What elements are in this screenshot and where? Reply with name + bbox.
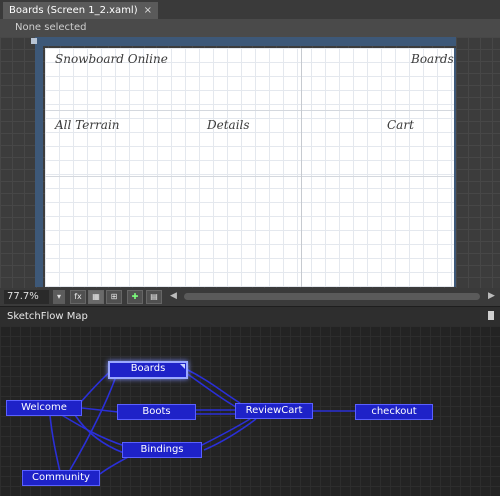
node-label: ReviewCart: [245, 405, 303, 416]
artboard-screen[interactable]: Snowboard Online Boards All Terrain Deta…: [45, 48, 456, 287]
frame-handle-icon[interactable]: [31, 38, 37, 44]
brand-text: Snowboard Online: [55, 52, 168, 66]
expand-corner-icon: [180, 364, 185, 369]
node-label: Welcome: [21, 402, 67, 413]
node-boots[interactable]: Boots: [117, 404, 196, 420]
node-community[interactable]: Community: [22, 470, 100, 486]
zoom-input[interactable]: 77.7%: [4, 290, 49, 304]
canvas-toolbar: 77.7% ▾ fx ▦ ⊞ ✚ ▤ ◀ ▶: [0, 288, 500, 306]
node-bindings[interactable]: Bindings: [122, 442, 202, 458]
link-bindings-welcome: [74, 414, 125, 454]
node-label: Boots: [142, 406, 171, 417]
snap-grid-button[interactable]: ⊞: [106, 290, 122, 304]
effects-button[interactable]: fx: [70, 290, 86, 304]
link-reviewcart-bindings-b: [203, 418, 257, 451]
node-label: Bindings: [140, 444, 184, 455]
comment-button[interactable]: ▤: [146, 290, 162, 304]
sketchflow-map-header: SketchFlow Map: [0, 306, 500, 326]
document-tab-boards[interactable]: Boards (Screen 1_2.xaml) ×: [3, 2, 158, 19]
link-boards-reviewcart-a: [185, 368, 241, 404]
screen-frame-left: [35, 37, 43, 287]
grid-toggle-button[interactable]: ▦: [88, 290, 104, 304]
annotation-button[interactable]: ✚: [127, 290, 143, 304]
zoom-dropdown-icon[interactable]: ▾: [53, 290, 65, 304]
content-divider: [45, 176, 454, 177]
document-tab-label: Boards (Screen 1_2.xaml): [9, 5, 138, 16]
column-divider: [301, 48, 302, 287]
selection-status: None selected: [15, 22, 87, 33]
link-community-boards: [69, 369, 119, 471]
node-label: checkout: [371, 406, 417, 417]
link-welcome-boots: [81, 407, 119, 413]
nav-all-terrain[interactable]: All Terrain: [55, 118, 120, 132]
scroll-right-icon[interactable]: ▶: [488, 291, 495, 301]
link-reviewcart-bindings-a: [199, 418, 251, 447]
design-canvas[interactable]: Snowboard Online Boards All Terrain Deta…: [0, 37, 500, 288]
horizontal-scrollbar[interactable]: [184, 293, 480, 300]
document-tab-strip: Boards (Screen 1_2.xaml) ×: [0, 0, 500, 19]
panel-title: SketchFlow Map: [7, 311, 88, 322]
nav-cart[interactable]: Cart: [387, 118, 414, 132]
screen-frame-top: [35, 37, 456, 46]
node-boards[interactable]: Boards: [108, 361, 188, 379]
node-label: Community: [32, 472, 90, 483]
node-label: Boards: [130, 363, 166, 374]
header-divider: [45, 110, 454, 111]
node-checkout[interactable]: checkout: [355, 404, 433, 420]
sketchflow-map-canvas[interactable]: Boards Welcome Boots ReviewCart checkout…: [0, 326, 500, 496]
pin-icon[interactable]: [488, 311, 494, 320]
link-boards-reviewcart-b: [185, 372, 237, 408]
node-welcome[interactable]: Welcome: [6, 400, 82, 416]
nav-details[interactable]: Details: [207, 118, 250, 132]
scroll-left-icon[interactable]: ◀: [170, 291, 177, 301]
boards-heading: Boards: [411, 52, 454, 66]
close-icon[interactable]: ×: [143, 5, 152, 16]
selection-bar: None selected: [0, 19, 500, 37]
link-bindings-community: [99, 455, 131, 475]
link-welcome-community: [49, 414, 61, 473]
node-reviewcart[interactable]: ReviewCart: [235, 403, 313, 419]
